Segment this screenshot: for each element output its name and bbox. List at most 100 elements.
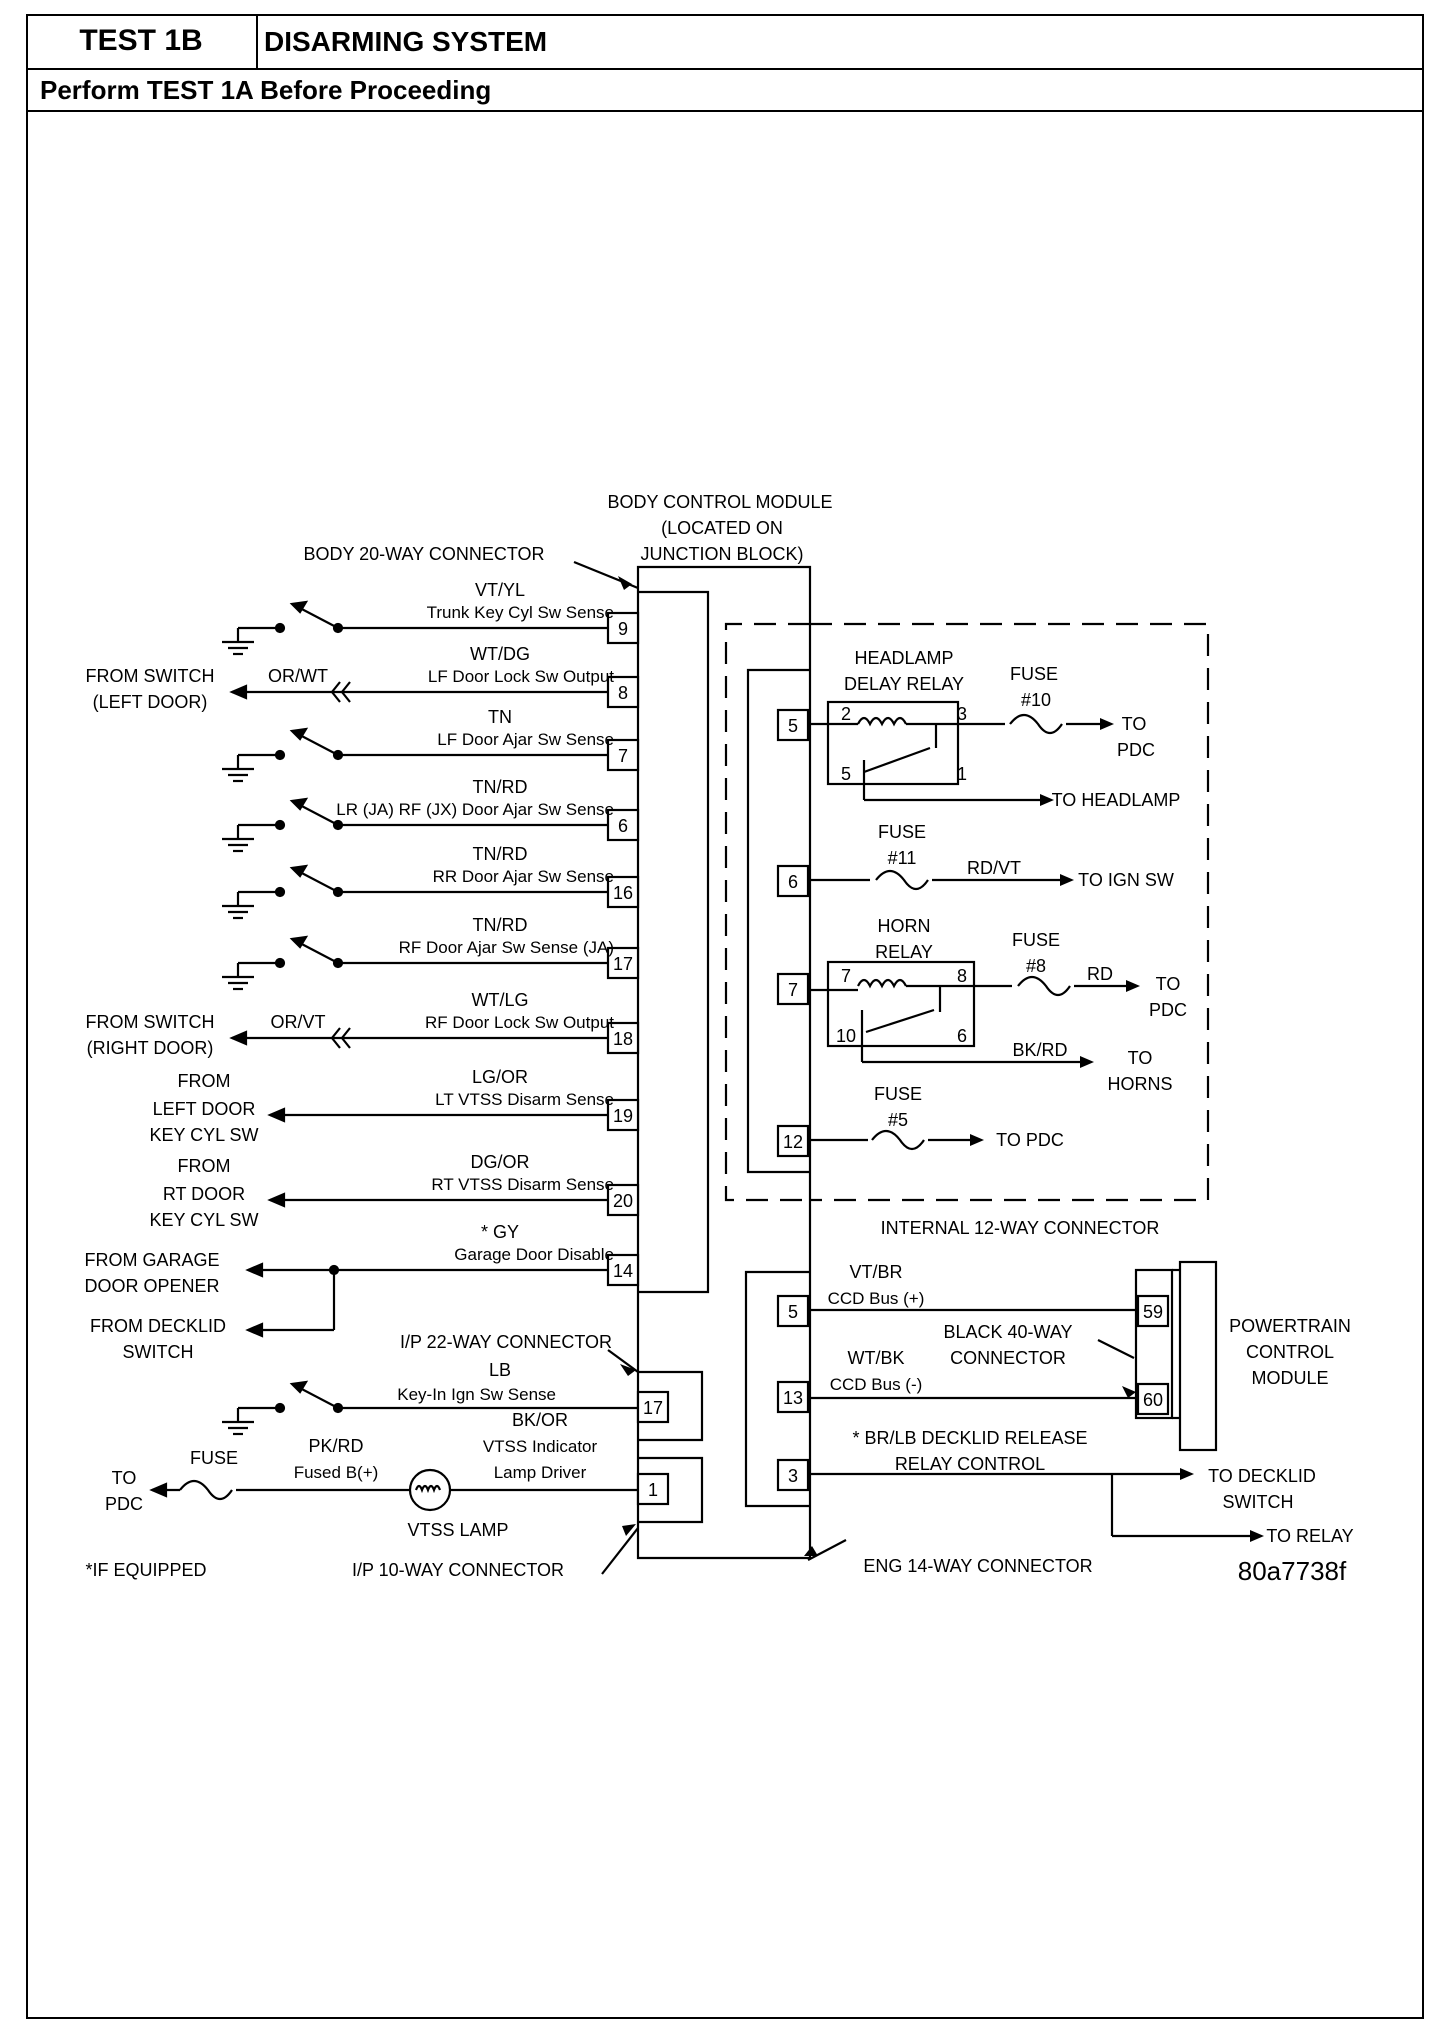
fuse-5-label-0: FUSE — [874, 1084, 922, 1104]
circuit-pin-8-pin-label: 8 — [618, 683, 628, 703]
eng3-signal-1: RELAY CONTROL — [895, 1454, 1045, 1474]
pcm-body — [1178, 1260, 1218, 1452]
horn-dest2-1: HORNS — [1107, 1074, 1172, 1094]
circuit-pin-18-signal: RF Door Lock Sw Output — [425, 1013, 614, 1032]
pcm-label-1: CONTROL — [1246, 1342, 1334, 1362]
circuit-pin-8-source-0: FROM SWITCH — [86, 666, 215, 686]
ip10-signal: Fused B(+) — [294, 1463, 379, 1482]
eng-pin-5-label: 5 — [788, 1302, 798, 1322]
circuit-pin-20-source-1: RT DOOR — [163, 1184, 245, 1204]
circuit-pin-18-source-0: FROM SWITCH — [86, 1012, 215, 1032]
test-title: DISARMING SYSTEM — [264, 26, 548, 57]
eng13-wire: WT/BK — [848, 1348, 905, 1368]
circuit-pin-19-pin-box — [606, 1098, 640, 1132]
circuit-pin-16-ground — [222, 892, 254, 920]
internal-pin-7-box — [776, 972, 810, 1006]
eng-pin-3-label: 3 — [788, 1466, 798, 1486]
circuit-pin-20-pin-box — [606, 1183, 640, 1217]
circuit-pin-19-source-1: LEFT DOOR — [153, 1099, 256, 1119]
circuit-pin-8-source-1: (LEFT DOOR) — [93, 692, 208, 712]
black40-connector — [1134, 1268, 1174, 1420]
ip22-label: I/P 22-WAY CONNECTOR — [400, 1332, 612, 1352]
fuse-10-label-0: FUSE — [1010, 664, 1058, 684]
black40-label-1: CONNECTOR — [950, 1348, 1066, 1368]
header-row: TEST 1B DISARMING SYSTEM — [26, 14, 1424, 70]
horn-dest-0: TO — [1156, 974, 1181, 994]
circuit-pin-8-wire: WT/DG — [470, 644, 530, 664]
ign-wire: RD/VT — [967, 858, 1021, 878]
circuit-pin-20-source-0: FROM — [178, 1156, 231, 1176]
headlamp-dest-0: TO — [1122, 714, 1147, 734]
pcm-pin-60-label: 60 — [1143, 1390, 1163, 1410]
horn-relay-coil — [857, 978, 907, 989]
circuit-pin-7-ground — [222, 755, 254, 783]
horn-term-7: 7 — [841, 966, 851, 986]
circuit-pin-6-pin-box — [606, 808, 640, 842]
fuse-8-label-1: #8 — [1026, 956, 1046, 976]
circuit-pin-18-ext-wire: OR/VT — [270, 1012, 325, 1032]
horn-relay-title-1: RELAY — [875, 942, 933, 962]
ip10-bracket — [638, 1456, 704, 1524]
bcm-label-0: BODY CONTROL MODULE — [607, 492, 832, 512]
circuit-pin-8-pin-box — [606, 675, 640, 709]
circuit-pin-7-pin-box — [606, 738, 640, 772]
horn-wire2: BK/RD — [1012, 1040, 1067, 1060]
vtss-lamp-label: VTSS LAMP — [407, 1520, 508, 1540]
circuit-pin-19-pin-label: 19 — [613, 1106, 633, 1126]
ip10-signal2-0: VTSS Indicator — [483, 1437, 598, 1456]
circuit-pin-6-ground — [222, 825, 254, 853]
to-ign-sw: TO IGN SW — [1078, 870, 1174, 890]
fuse-10-label-1: #10 — [1021, 690, 1051, 710]
ip22-bracket — [638, 1370, 704, 1442]
circuit-pin-7-signal: LF Door Ajar Sw Sense — [437, 730, 614, 749]
internal-pin-5-label: 5 — [788, 716, 798, 736]
ip10-label: I/P 10-WAY CONNECTOR — [352, 1560, 564, 1580]
circuit-pin-20-pin-label: 20 — [613, 1191, 633, 1211]
ip22-pin-17-label: 17 — [643, 1398, 663, 1418]
footnote: *IF EQUIPPED — [85, 1560, 206, 1580]
circuit-pin-14-source-1: DOOR OPENER — [84, 1276, 219, 1296]
eng-pin-3-box — [776, 1458, 810, 1492]
eng-pin-13-label: 13 — [783, 1388, 803, 1408]
prerequisite-note: Perform TEST 1A Before Proceeding — [40, 75, 492, 105]
fuse-5-symbol — [871, 1129, 925, 1151]
ip10-dest-0: TO — [112, 1468, 137, 1488]
subhead-row: Perform TEST 1A Before Proceeding — [26, 70, 1424, 112]
circuit-pin-14-wire: * GY — [481, 1222, 519, 1242]
pcm-pin-59-box — [1136, 1294, 1170, 1328]
ip10-wire2: BK/OR — [512, 1410, 568, 1430]
headlamp-relay-coil — [857, 716, 907, 727]
circuit-pin-20-signal: RT VTSS Disarm Sense — [431, 1175, 614, 1194]
circuit-pin-18-wire: WT/LG — [472, 990, 529, 1010]
horn-term-10: 10 — [836, 1026, 856, 1046]
circuit-pin-18-pin-box — [606, 1021, 640, 1055]
eng3-signal-0: * BR/LB DECKLID RELEASE — [852, 1428, 1087, 1448]
eng5-wire: VT/BR — [849, 1262, 902, 1282]
page-frame — [26, 14, 1424, 2019]
circuit-pin-7-wire: TN — [488, 707, 512, 727]
circuit-pin-17-pin-box — [606, 946, 640, 980]
eng14-bracket — [744, 1270, 810, 1508]
circuit-pin-9-ground — [222, 628, 254, 656]
circuit-pin-17-wire: TN/RD — [473, 915, 528, 935]
eng-pin-13-box — [776, 1380, 810, 1414]
circuit-pin-14-pin-box — [606, 1253, 640, 1287]
headlamp-relay-title-1: DELAY RELAY — [844, 674, 964, 694]
circuit-pin-9-pin-box — [606, 611, 640, 645]
fuse-8-label-0: FUSE — [1012, 930, 1060, 950]
circuit-pin-17-signal: RF Door Ajar Sw Sense (JA) — [399, 938, 614, 957]
horn-wire: RD — [1087, 964, 1113, 984]
eng14-label: ENG 14-WAY CONNECTOR — [863, 1556, 1092, 1576]
fuse-5-label-1: #5 — [888, 1110, 908, 1130]
horn-dest2-0: TO — [1128, 1048, 1153, 1068]
circuit-pin-19-source-2: KEY CYL SW — [149, 1125, 258, 1145]
ip22-pin-17-box — [636, 1390, 670, 1424]
circuit-pin-9-pin-label: 9 — [618, 619, 628, 639]
bcm-label-1: (LOCATED ON — [661, 518, 783, 538]
internal-pin-12-box — [776, 1124, 810, 1158]
eng5-signal: CCD Bus (+) — [828, 1289, 925, 1308]
circuit-pin-14-pin-label: 14 — [613, 1261, 633, 1281]
eng-pin-5-box — [776, 1294, 810, 1328]
fuse-11-label-0: FUSE — [878, 822, 926, 842]
circuit-pin-19-wire: LG/OR — [472, 1067, 528, 1087]
